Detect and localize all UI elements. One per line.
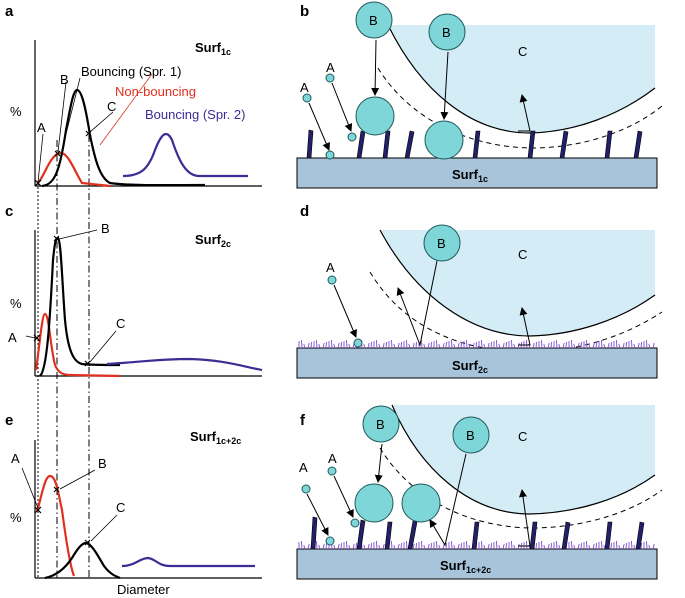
surface-label-a: Surf1c xyxy=(195,40,231,57)
substrate-b xyxy=(296,157,658,189)
panel-c-annotations xyxy=(25,229,117,363)
bouncing-spr2-curve-e xyxy=(121,556,255,568)
trajectories-f xyxy=(306,443,531,547)
drop-label-C-d: C xyxy=(518,247,527,262)
y-axis-label-c: % xyxy=(10,296,22,311)
bouncing-spr2-curve-a xyxy=(122,132,248,178)
surface-label-e: Surf1c+2c xyxy=(190,429,241,446)
point-label-C-c: C xyxy=(116,316,125,331)
trajectories-d xyxy=(333,260,531,347)
point-label-A-a: A xyxy=(37,120,46,135)
panel-a-curves xyxy=(37,88,248,188)
drop-label-B2-b: B xyxy=(442,25,451,40)
panel-letter-e: e xyxy=(5,412,13,429)
point-label-C-e: C xyxy=(116,500,125,515)
panel-e-markers xyxy=(34,486,91,546)
droplets-d xyxy=(327,224,461,348)
drop-label-A1-b: A xyxy=(326,60,335,75)
panel-c-curves xyxy=(34,236,263,378)
drop-label-A2-b: A xyxy=(300,80,309,95)
y-axis-label-a: % xyxy=(10,104,22,119)
bouncing-spr1-curve-a xyxy=(41,88,206,188)
surface-label-d: Surf2c xyxy=(452,358,488,375)
drop-label-A2-f: A xyxy=(299,460,308,475)
surface-label-b: Surf1c xyxy=(452,167,488,184)
posts-f xyxy=(310,516,645,550)
dashed-boundary-b xyxy=(377,67,663,149)
panel-letter-f: f xyxy=(300,412,306,429)
drop-label-C-b: C xyxy=(518,44,527,59)
substrate-f xyxy=(296,548,658,580)
panel-c-markers xyxy=(33,235,91,367)
droplets-f xyxy=(301,405,490,546)
y-axis-label-e: % xyxy=(10,510,22,525)
panel-letter-a: a xyxy=(5,3,14,20)
bouncing-spr1-curve-c xyxy=(39,236,121,377)
panel-letter-d: d xyxy=(300,203,309,220)
bouncing-spr1-curve-e xyxy=(44,541,121,580)
large-drop-d xyxy=(380,230,655,336)
hairs-d xyxy=(298,339,655,349)
bouncing-spr2-curve-c xyxy=(106,357,263,372)
panel-e-curves xyxy=(35,474,255,580)
panel-a-markers xyxy=(34,130,92,187)
surface-label-c: Surf2c xyxy=(195,232,231,249)
nonbouncing-curve-c xyxy=(34,312,121,378)
droplets-b xyxy=(302,1,466,160)
panel-e-annotations xyxy=(21,467,118,542)
drop-label-C-f: C xyxy=(518,429,527,444)
point-label-B-e: B xyxy=(98,456,107,471)
substrate-d xyxy=(296,347,658,379)
panel-a-annotations xyxy=(37,73,153,183)
point-label-A-c: A xyxy=(8,330,17,345)
nonbouncing-curve-a xyxy=(37,151,111,188)
legend-bouncing-spr2: Bouncing (Spr. 2) xyxy=(145,107,245,122)
trajectories-b xyxy=(308,39,531,151)
point-label-B-a: B xyxy=(60,72,69,87)
panel-letter-b: b xyxy=(300,3,309,20)
point-label-B-c: B xyxy=(101,221,110,236)
legend-nonbouncing: Non-bouncing xyxy=(115,84,196,99)
legend-bouncing-spr1: Bouncing (Spr. 1) xyxy=(81,64,181,79)
x-axis-label: Diameter xyxy=(117,582,170,597)
drop-label-B1-f: B xyxy=(376,417,385,432)
point-label-A-e: A xyxy=(11,451,20,466)
surface-label-f: Surf1c+2c xyxy=(440,558,491,575)
drop-label-A1-f: A xyxy=(328,451,337,466)
drop-label-B1-b: B xyxy=(369,13,378,28)
point-label-C-a: C xyxy=(107,99,116,114)
panel-letter-c: c xyxy=(5,203,13,220)
drop-label-B-d: B xyxy=(437,236,446,251)
drop-label-A-d: A xyxy=(326,260,335,275)
drop-label-B2-f: B xyxy=(466,428,475,443)
large-drop-b xyxy=(388,25,655,133)
posts-b xyxy=(306,129,643,159)
